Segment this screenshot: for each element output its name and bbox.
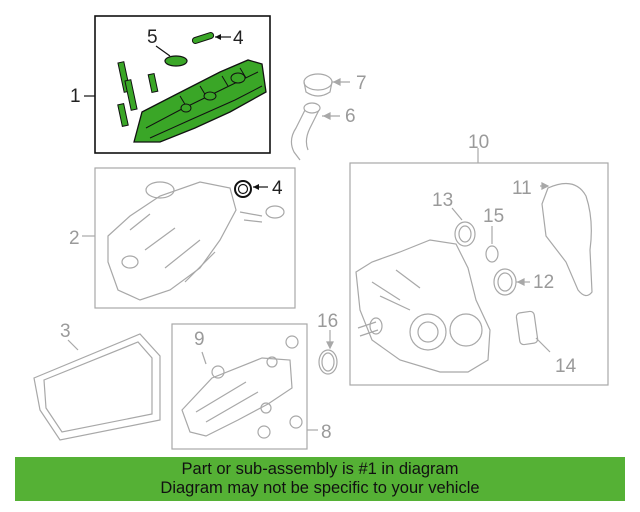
callout-4-top: 4	[215, 28, 244, 49]
valve-cover-group[interactable]	[94, 15, 271, 154]
callout-14-label: 14	[555, 356, 577, 377]
callout-10-label: 10	[468, 132, 489, 153]
callout-5: 5	[147, 27, 171, 57]
part-16-seal	[318, 330, 338, 375]
callout-13-label: 13	[432, 190, 453, 211]
info-banner: Part or sub-assembly is #1 in diagram Di…	[15, 457, 625, 501]
callout-7-label: 7	[356, 73, 367, 94]
banner-line-2: Diagram may not be specific to your vehi…	[160, 479, 480, 497]
callout-1-label: 1	[70, 86, 81, 107]
callout-5-label: 5	[147, 27, 158, 48]
part-8-group	[171, 323, 318, 450]
part-7-cap	[303, 73, 350, 97]
callout-12-label: 12	[533, 272, 554, 293]
callout-16-label: 16	[317, 311, 338, 332]
parts-diagram: 1 5 4 4	[33, 15, 609, 450]
part-6-tube	[290, 102, 340, 161]
callout-8-label: 8	[321, 422, 332, 443]
callout-1: 1	[70, 86, 95, 107]
callout-4-top-label: 4	[233, 28, 244, 49]
callout-3-label: 3	[60, 321, 71, 342]
callout-4-mid: 4	[234, 178, 283, 199]
callout-15-label: 15	[483, 206, 504, 227]
banner-line-1: Part or sub-assembly is #1 in diagram	[181, 460, 459, 478]
part-3-gasket	[33, 333, 161, 441]
part-2-intake-manifold	[82, 167, 296, 309]
callout-9-label: 9	[194, 329, 205, 350]
part-10-timing-cover-group	[349, 148, 609, 386]
callout-6-label: 6	[345, 106, 356, 127]
callout-2-label: 2	[69, 228, 80, 249]
callout-4-mid-label: 4	[272, 178, 283, 199]
callout-11-label: 11	[512, 178, 532, 199]
